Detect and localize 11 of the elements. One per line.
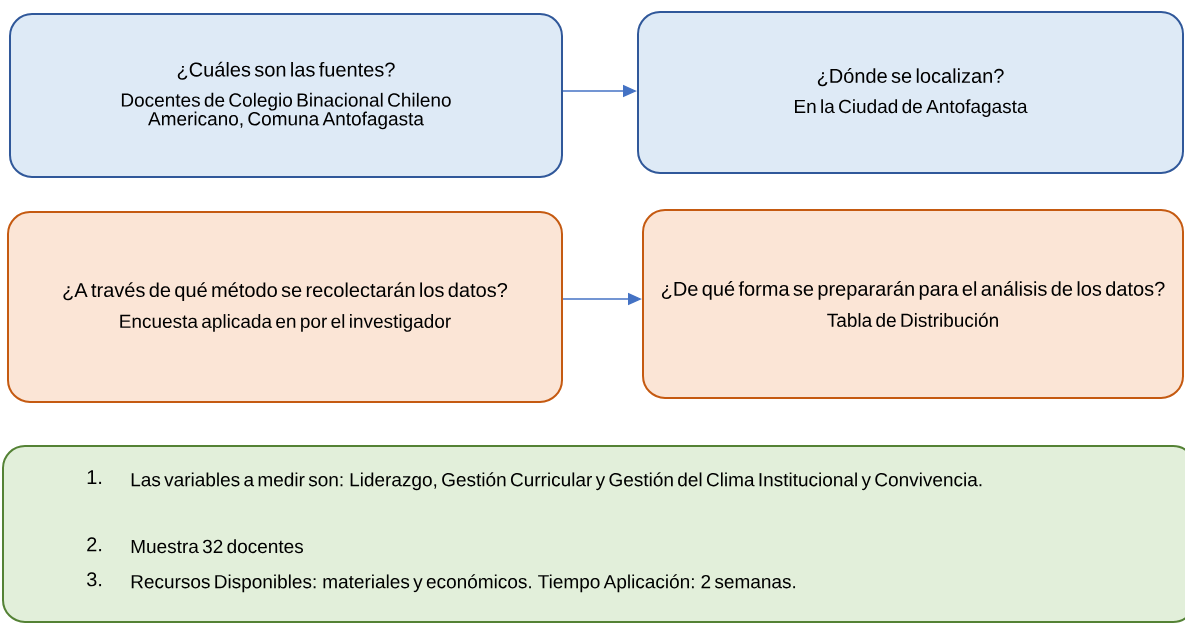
list-number: 2. bbox=[87, 537, 102, 552]
list-box bbox=[2, 445, 1185, 623]
question-box: ¿De qué forma se prepararán para el análisis de los datos? Tabla de Distribución bbox=[642, 209, 1184, 399]
list-item: Muestra 32 docentes bbox=[131, 539, 303, 554]
question-box: ¿Dónde se localizan? En la Ciudad de Antofagasta bbox=[637, 11, 1184, 174]
list-number: 1. bbox=[87, 470, 102, 484]
list-item: Recursos Disponibles: materiales y económicos. Tiempo Aplicación: 2 semanas. bbox=[131, 574, 796, 593]
list-item: Las variables a medir son: Liderazgo, Gestión Curricular y Gestión del Clima Institucional y Convivencia. bbox=[131, 472, 982, 491]
question-box: ¿A través de qué método se recolectarán los datos? Encuesta aplicada en por el investigador bbox=[7, 211, 563, 403]
list-number: 3. bbox=[86, 572, 102, 587]
question-box: ¿Cuáles son las fuentes? Docentes de Colegio Binacional Chileno Americano, Comuna Antofagasta bbox=[9, 13, 563, 178]
